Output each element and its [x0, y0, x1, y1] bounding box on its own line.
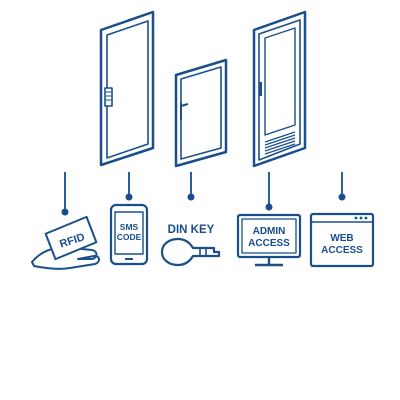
admin-label-line1: ADMIN — [253, 226, 286, 237]
admin-label-line2: ACCESS — [248, 238, 290, 249]
din-key-label: DIN KEY — [168, 224, 215, 236]
web-label-line2: ACCESS — [321, 245, 363, 256]
key-icon: DIN KEY — [160, 224, 221, 267]
door-with-keypad-icon — [99, 10, 155, 167]
sms-label-line1: SMS — [120, 222, 139, 232]
browser-window-icon: WEB ACCESS — [309, 212, 375, 268]
monitor-icon: ADMIN ACCESS — [236, 213, 302, 267]
cabinet-door-with-vents-icon — [252, 10, 307, 168]
door-with-handle-icon — [174, 58, 228, 168]
smartphone-icon: SMS CODE — [109, 203, 149, 266]
web-label-line1: WEB — [330, 233, 353, 244]
rfid-card-hand-icon: RFID — [31, 215, 100, 270]
sms-label-line2: CODE — [117, 232, 142, 242]
connector-lines — [61, 172, 346, 216]
